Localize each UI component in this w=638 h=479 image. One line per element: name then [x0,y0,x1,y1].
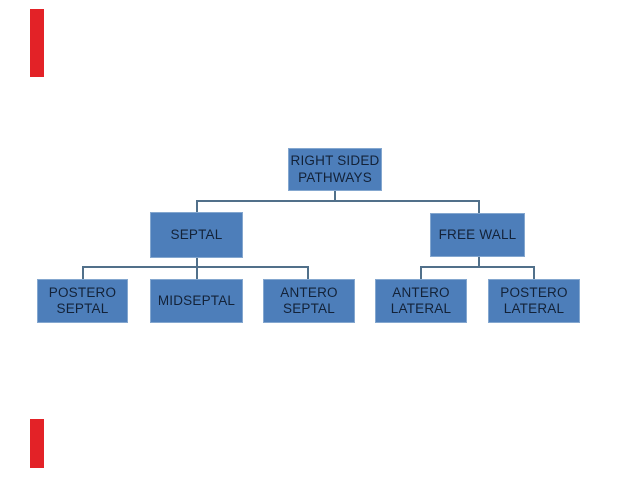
connector-to-free-wall [478,200,480,213]
node-antero-lateral: ANTERO LATERAL [375,279,467,323]
connector-free-wall-stub [478,257,480,268]
connector-to-postero-septal [82,266,84,279]
node-antero-septal-label: ANTERO SEPTAL [280,284,338,317]
node-right-sided-pathways: RIGHT SIDED PATHWAYS [288,148,382,191]
node-free-wall-label: FREE WALL [438,226,517,242]
connector-to-antero-septal [307,266,309,279]
connector-right-horizontal [420,266,535,268]
node-postero-lateral: POSTERO LATERAL [488,279,580,323]
connector-to-septal [196,200,198,212]
node-septal-label: SEPTAL [170,226,223,242]
node-septal: SEPTAL [150,212,243,258]
connector-left-horizontal [82,266,309,268]
red-accent-bar-bottom [30,419,44,468]
connector-to-antero-lateral [420,266,422,279]
node-midseptal-label: MIDSEPTAL [157,292,236,308]
node-free-wall: FREE WALL [430,213,525,257]
connector-top-horizontal [196,200,480,202]
connector-septal-stub [196,258,198,279]
node-postero-septal: POSTERO SEPTAL [37,279,128,323]
node-right-sided-pathways-label: RIGHT SIDED PATHWAYS [290,153,380,185]
red-accent-bar-top [30,9,44,77]
node-postero-septal-label: POSTERO SEPTAL [48,284,117,317]
node-antero-septal: ANTERO SEPTAL [263,279,355,323]
connector-root-stub [334,191,336,202]
connector-to-postero-lateral [533,266,535,279]
node-postero-lateral-label: POSTERO LATERAL [500,284,568,317]
node-midseptal: MIDSEPTAL [150,279,243,323]
node-antero-lateral-label: ANTERO LATERAL [390,284,452,317]
